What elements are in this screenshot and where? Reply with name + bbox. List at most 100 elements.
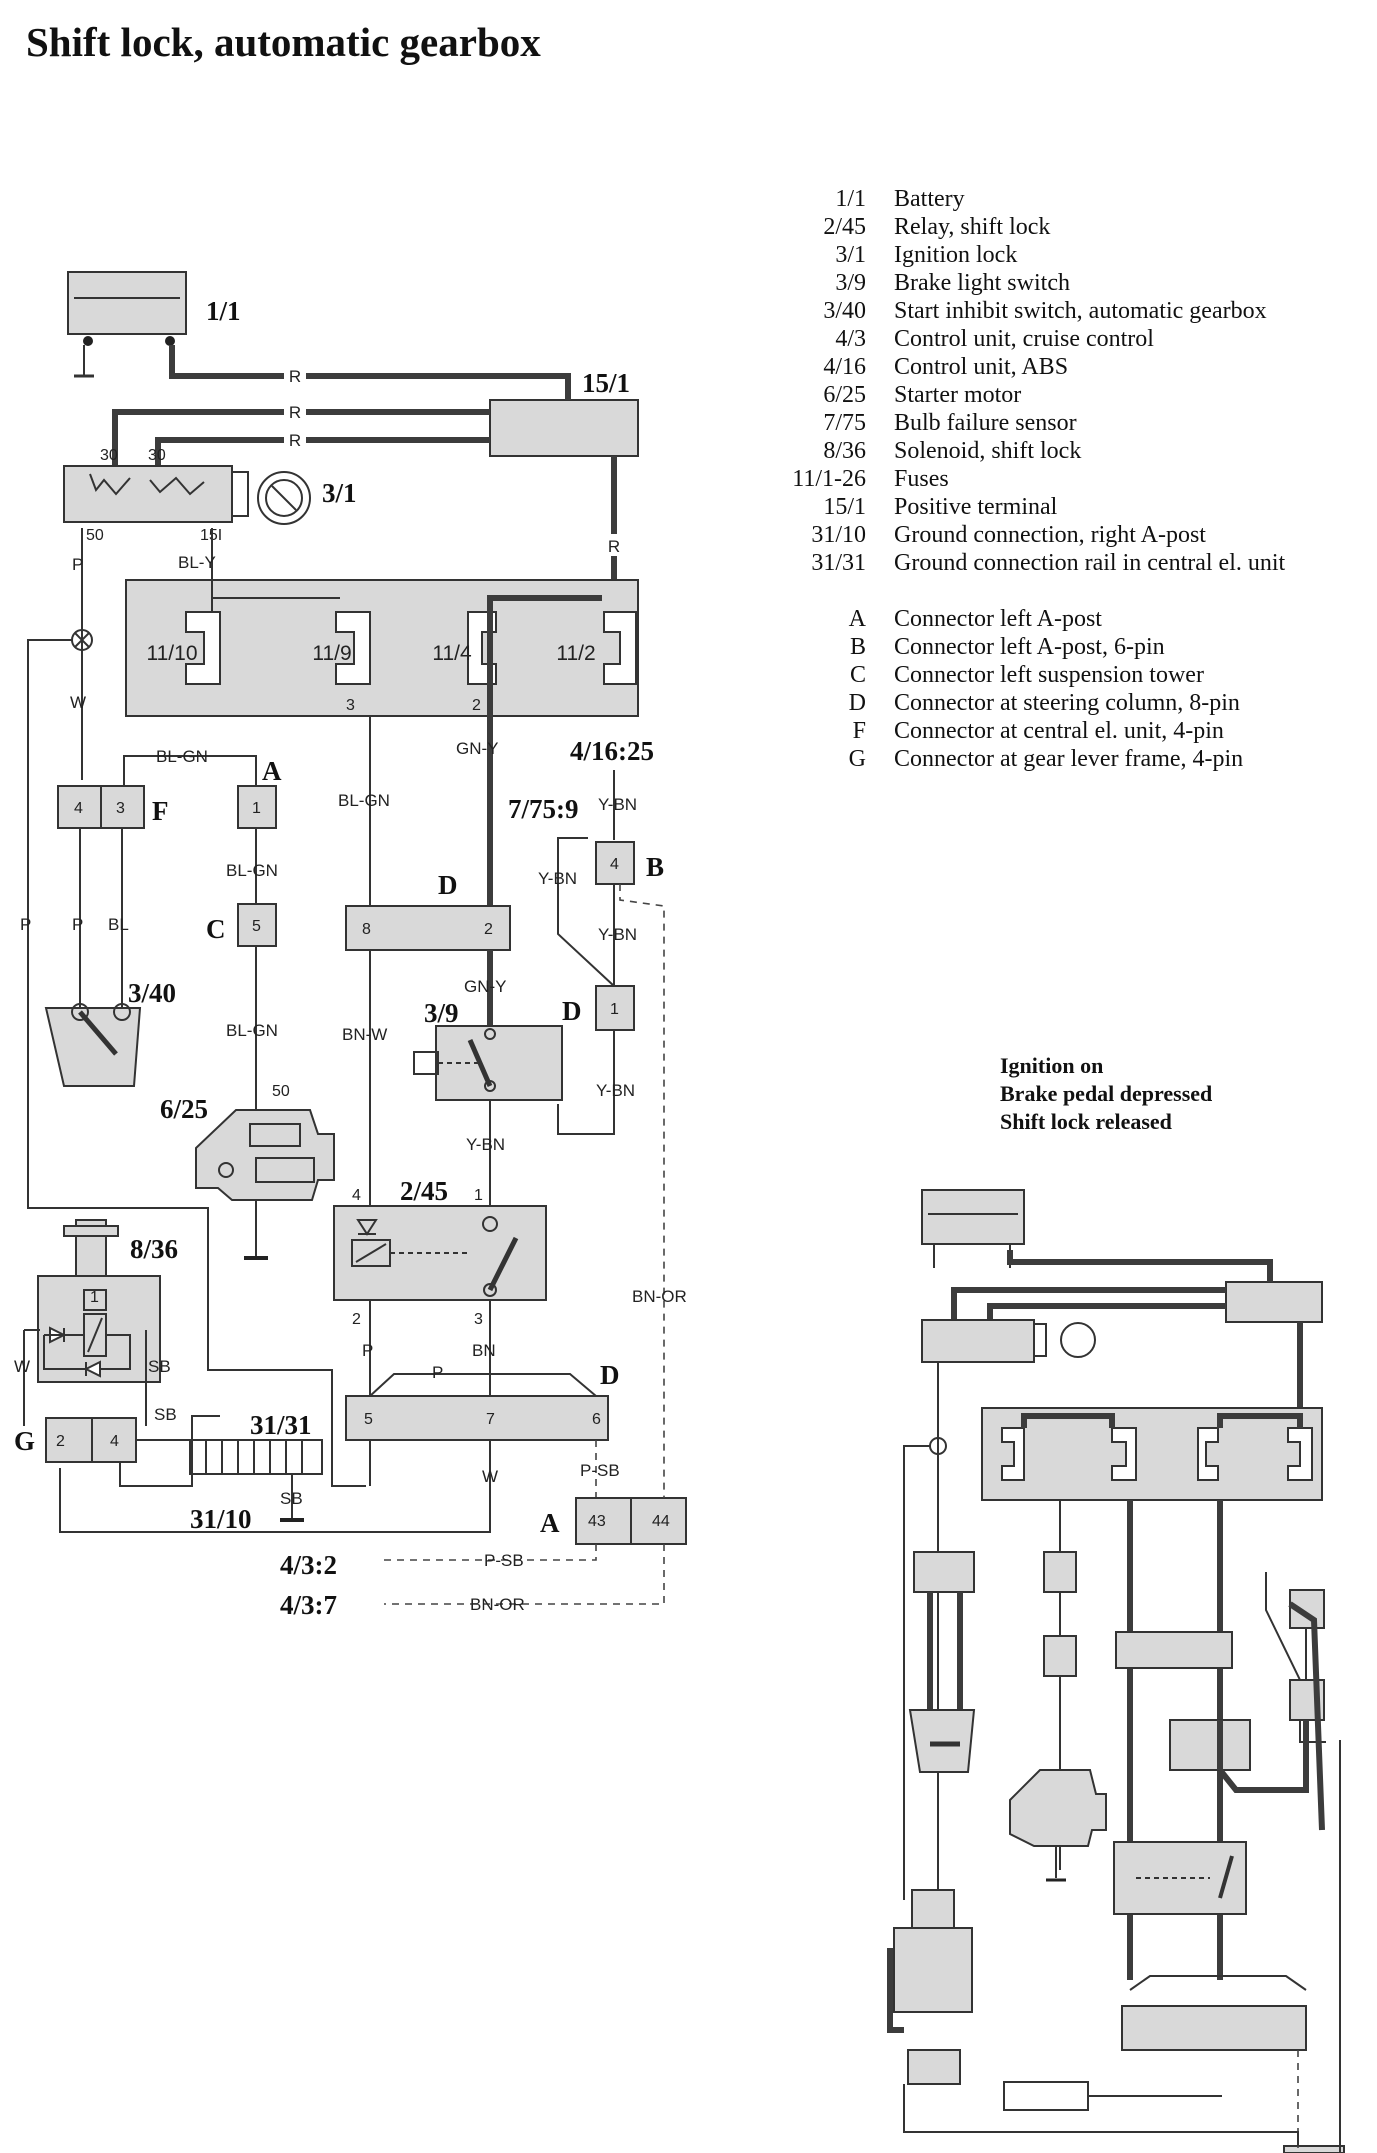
relay-internals <box>351 1216 519 1297</box>
wire-label-y-bn4: Y-BN <box>596 1081 635 1100</box>
wire-label-p3: P <box>72 915 83 934</box>
pin-fuse-2: 2 <box>472 697 481 714</box>
legend-item-code: 31/31 <box>811 550 866 576</box>
wire-label-y-bn2: Y-BN <box>538 869 577 888</box>
wire-label-y-bn3: Y-BN <box>598 925 637 944</box>
connector-item-code: A <box>848 606 866 632</box>
wire-label-sb1: SB <box>148 1357 171 1376</box>
solenoid-label: 8/36 <box>130 1234 178 1264</box>
connector-item-desc: Connector at central el. unit, 4-pin <box>894 718 1224 744</box>
legend-item-code: 15/1 <box>823 494 866 520</box>
wire-w-ground <box>59 1440 491 1533</box>
connector-d-bottom-label: D <box>600 1360 620 1390</box>
legend-item-code: 3/40 <box>823 298 866 324</box>
wire-label-p-sb1: P-SB <box>580 1461 620 1480</box>
brake-switch-label: 3/9 <box>424 998 459 1028</box>
pin-a-44: 44 <box>652 1513 670 1530</box>
legend-item-row: 3/9 Brake light switch <box>760 269 1285 297</box>
pin-relay-2: 2 <box>352 1311 361 1328</box>
wire-label-bl-gn1: BL-GN <box>156 747 208 766</box>
wire-label-sb3: SB <box>280 1489 303 1508</box>
wire-label-bn-w: BN-W <box>342 1025 387 1044</box>
ground-post-label: 31/10 <box>190 1504 252 1534</box>
wire-label-p4: P <box>362 1341 373 1360</box>
pin-g-2: 2 <box>56 1433 65 1450</box>
wire-label-bn-or2: BN-OR <box>470 1595 525 1614</box>
pin-c-5: 5 <box>252 918 261 935</box>
connector-c-label: C <box>206 914 226 944</box>
positive-terminal-label: 15/1 <box>582 368 630 398</box>
pin-d-7: 7 <box>486 1411 495 1428</box>
wire-label-r1: R <box>289 367 301 386</box>
legend-item-row: 2/45 Relay, shift lock <box>760 213 1285 241</box>
legend-item-desc: Positive terminal <box>894 494 1058 520</box>
pin-d-5: 5 <box>364 1411 373 1428</box>
wire-label-bn-or1: BN-OR <box>632 1287 687 1306</box>
wire-label-p5: P <box>432 1363 443 1382</box>
legend-item-row: 15/1 Positive terminal <box>760 493 1285 521</box>
connector-a-top <box>237 785 277 829</box>
battery-label: 1/1 <box>206 296 241 326</box>
connector-item-desc: Connector left A-post <box>894 606 1102 632</box>
wire-label-y-bn5: Y-BN <box>466 1135 505 1154</box>
state-caption: Ignition on Brake pedal depressed Shift … <box>1000 1052 1212 1136</box>
legend-item-desc: Control unit, ABS <box>894 354 1069 380</box>
connector-item-row: F Connector at central el. unit, 4-pin <box>760 717 1285 745</box>
wire-ignition-feed-b <box>155 437 490 470</box>
wire-fuse-feed <box>602 456 617 601</box>
legend-item-code: 3/9 <box>835 270 866 296</box>
wire-label-r3: R <box>289 431 301 450</box>
wire-label-w3: W <box>14 1357 30 1376</box>
connector-d-bottom <box>345 1395 609 1441</box>
wire-bn-or-dashed <box>619 884 665 1498</box>
wire-label-p2: P <box>20 915 31 934</box>
ignition-lock-label: 3/1 <box>322 478 357 508</box>
state-brake: Brake pedal depressed <box>1000 1081 1213 1106</box>
abs-unit-label: 4/16:25 <box>570 736 654 766</box>
relay-label: 2/45 <box>400 1176 448 1206</box>
connector-item-code: G <box>848 746 866 772</box>
battery <box>67 271 187 378</box>
pin-b-4: 4 <box>610 856 619 873</box>
pin-d-6: 6 <box>592 1411 601 1428</box>
cruise-label-2: 4/3:7 <box>280 1590 337 1620</box>
state-mini-diagram <box>887 1189 1345 2153</box>
legend-item-desc: Ground connection, right A-post <box>894 522 1206 548</box>
wire-label-gn-y2: GN-Y <box>464 977 507 996</box>
legend-item-desc: Brake light switch <box>894 270 1070 296</box>
fuse-11-2: 11/2 <box>556 642 595 665</box>
connector-f-label: F <box>152 796 169 826</box>
wire-label-y-bn1: Y-BN <box>598 795 637 814</box>
wire-label-r2: R <box>289 403 301 422</box>
wire-label-w2: W <box>482 1467 498 1486</box>
legend-item-desc: Ground connection rail in central el. un… <box>894 550 1286 576</box>
connector-item-code: F <box>852 718 866 744</box>
pin-f-3: 3 <box>116 800 125 817</box>
legend-item-code: 2/45 <box>823 214 866 240</box>
legend-item-desc: Relay, shift lock <box>894 214 1051 240</box>
wire-label-bl-gn2: BL-GN <box>226 861 278 880</box>
ground-rail <box>189 1439 323 1475</box>
ignition-lock <box>63 465 311 525</box>
legend-item-desc: Solenoid, shift lock <box>894 438 1082 464</box>
wire-label-sb2: SB <box>154 1405 177 1424</box>
wire-fuse-11-2-bus <box>487 595 602 712</box>
connector-g-label: G <box>14 1426 35 1456</box>
pin-relay-1: 1 <box>474 1187 483 1204</box>
legend-item-code: 11/1-26 <box>792 466 866 492</box>
connector-d-top-label: D <box>438 870 458 900</box>
legend-item-desc: Ignition lock <box>894 242 1018 268</box>
pin-d-1: 1 <box>610 1001 619 1018</box>
pin-solenoid-1: 1 <box>90 1289 99 1306</box>
connector-item-desc: Connector at gear lever frame, 4-pin <box>894 746 1244 772</box>
state-shift-lock: Shift lock released <box>1000 1109 1172 1134</box>
legend-item-desc: Start inhibit switch, automatic gearbox <box>894 298 1267 324</box>
